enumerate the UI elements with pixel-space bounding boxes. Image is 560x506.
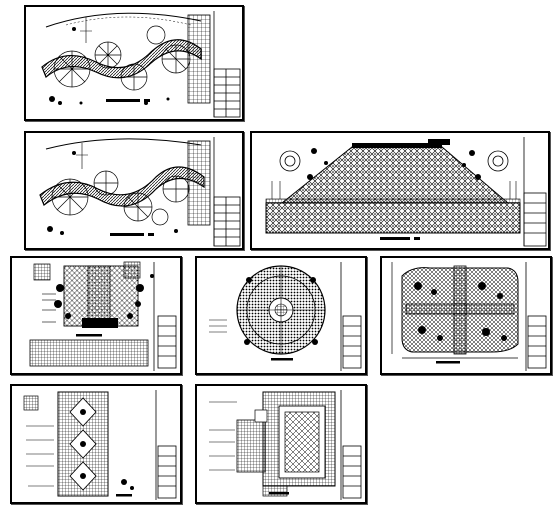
circular-paving-plan [209,262,362,371]
drawing-sheet-2 [24,131,244,250]
plaza-paving-plan [265,137,547,247]
drawing-sheet-3 [250,131,550,250]
site-plan [391,262,547,371]
drawing-sheet-8 [195,384,367,504]
rectangular-paving-plan [209,390,362,500]
curved-path-plan-2 [39,137,241,247]
drawing-sheet-4 [10,256,182,375]
drawing-sheet-6 [380,256,552,375]
drawing-sheet-5 [195,256,367,375]
path-paving-detail [23,390,177,500]
drawing-sheet-1 [24,5,244,121]
garden-layout-plan [29,261,177,371]
curved-path-plan-1 [41,11,241,118]
drawing-sheet-7 [10,384,182,504]
